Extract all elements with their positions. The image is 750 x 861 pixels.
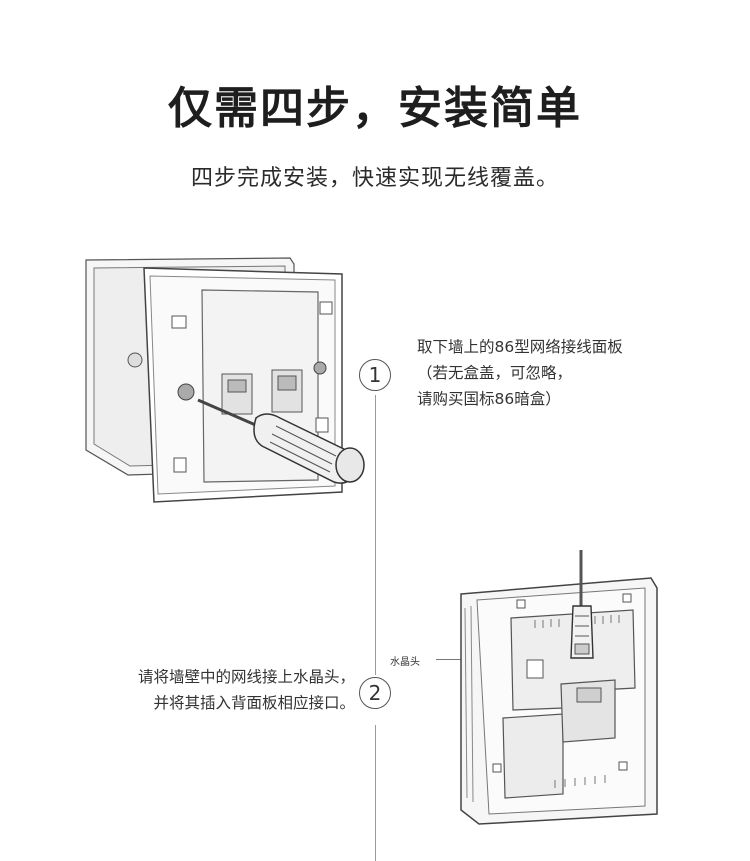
step-1-line: 请购买国标86暗盒） [417, 390, 561, 408]
wall-panel-illustration [85, 257, 365, 503]
crystal-head-label: 水晶头 [390, 657, 420, 668]
step-1-line: （若无盒盖，可忽略， [417, 364, 573, 382]
page-title: 仅需四步，安装简单 [168, 83, 582, 134]
step-2-description: 请将墙壁中的网线接上水晶头， 并将其插入背面板相应接口。 [138, 664, 355, 716]
timeline-line [375, 395, 376, 675]
step-2-badge: 2 [359, 677, 391, 709]
timeline-line [375, 725, 376, 861]
step-1-description: 取下墙上的86型网络接线面板 （若无盒盖，可忽略， 请购买国标86暗盒） [417, 334, 623, 412]
step-2-line: 请将墙壁中的网线接上水晶头， [137, 668, 355, 686]
step-1-badge: 1 [359, 359, 391, 391]
step-1-line: 取下墙上的86型网络接线面板 [417, 338, 623, 356]
back-panel-illustration [460, 550, 658, 825]
page-subtitle: 四步完成安装，快速实现无线覆盖。 [190, 166, 559, 191]
step-2-line: 并将其插入背面板相应接口。 [153, 694, 355, 712]
